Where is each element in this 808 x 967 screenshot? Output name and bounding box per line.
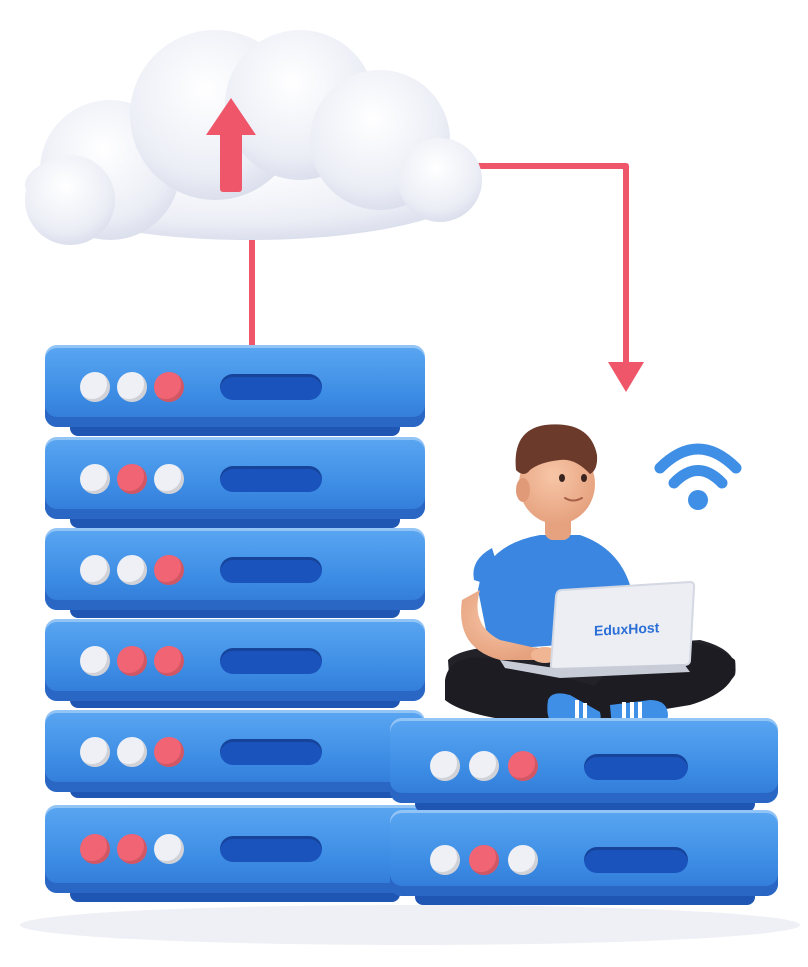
drive-slot (584, 754, 688, 780)
server-unit (45, 805, 425, 893)
status-led (80, 737, 110, 767)
status-led (430, 845, 460, 875)
status-led (117, 834, 147, 864)
status-led (154, 834, 184, 864)
drive-slot (220, 466, 322, 492)
status-led (80, 646, 110, 676)
drive-slot (584, 847, 688, 873)
status-led (80, 464, 110, 494)
server-unit (45, 710, 425, 792)
server-unit (45, 528, 425, 610)
wifi-dot (688, 490, 708, 510)
status-led (154, 555, 184, 585)
status-led (80, 372, 110, 402)
status-led (117, 464, 147, 494)
server-unit (390, 810, 778, 896)
status-led (154, 464, 184, 494)
server-unit (45, 345, 425, 427)
upload-arrow-icon (206, 98, 256, 192)
status-led (154, 646, 184, 676)
status-led (117, 646, 147, 676)
status-led (469, 845, 499, 875)
floor-shadow (20, 905, 800, 945)
download-arrow-icon (608, 362, 644, 392)
drive-slot (220, 648, 322, 674)
laptop-icon (500, 580, 696, 678)
status-led (117, 737, 147, 767)
status-led (154, 372, 184, 402)
server-unit (390, 718, 778, 803)
cloud-icon (25, 30, 482, 245)
server-unit (45, 437, 425, 519)
drive-slot (220, 374, 322, 400)
status-led (80, 834, 110, 864)
connection-lines (249, 163, 629, 368)
wifi-icon (654, 443, 742, 489)
status-led (508, 751, 538, 781)
server-unit (45, 619, 425, 701)
status-led (154, 737, 184, 767)
status-led (117, 555, 147, 585)
laptop-brand-label: EduxHost (594, 619, 660, 639)
status-led (469, 751, 499, 781)
drive-slot (220, 836, 322, 862)
drive-slot (220, 557, 322, 583)
status-led (80, 555, 110, 585)
status-led (508, 845, 538, 875)
status-led (430, 751, 460, 781)
status-led (117, 372, 147, 402)
drive-slot (220, 739, 322, 765)
